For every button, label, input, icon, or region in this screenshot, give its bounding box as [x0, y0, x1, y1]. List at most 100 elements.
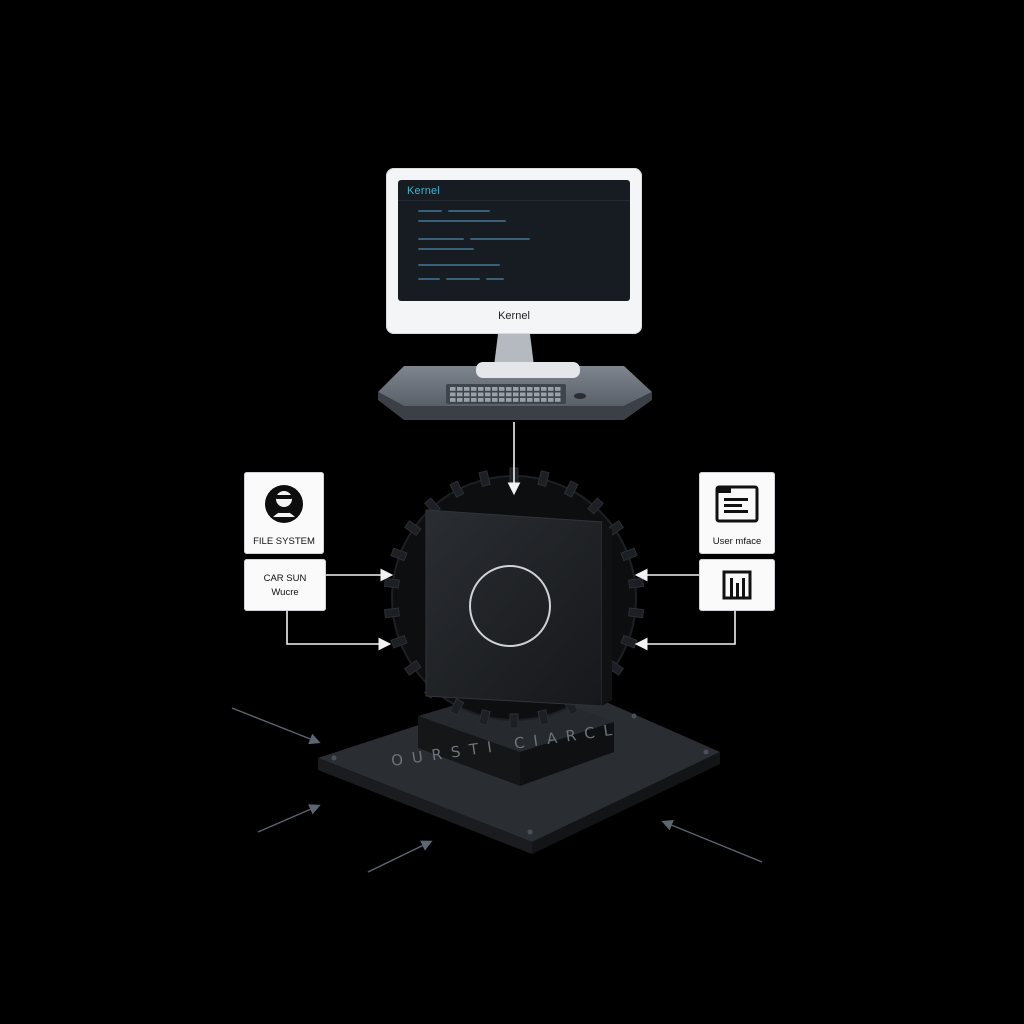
- gear-tooth: [628, 577, 645, 589]
- chart-icon: [722, 570, 752, 600]
- keyboard-key: [520, 392, 526, 397]
- keyboard-key: [548, 398, 554, 402]
- keyboard-key: [450, 398, 456, 402]
- keyboard-key: [478, 387, 484, 391]
- code-line: [418, 264, 500, 266]
- code-line: [418, 210, 442, 212]
- keyboard-key: [499, 392, 505, 397]
- flow-arrow-2: [257, 804, 321, 833]
- document-icon: [715, 485, 759, 523]
- keyboard-key: [478, 398, 484, 402]
- screen-divider: [398, 200, 630, 201]
- flow-arrow-3: [367, 840, 433, 873]
- keyboard-key: [541, 387, 547, 391]
- gear-tooth: [449, 698, 465, 716]
- gear-tooth: [587, 497, 604, 515]
- flow-arrow-1: [231, 707, 321, 745]
- keyboard-key: [492, 398, 498, 402]
- keyboard-key: [520, 387, 526, 391]
- keyboard-key: [555, 398, 561, 402]
- gear-tooth: [390, 547, 408, 562]
- keyboard-key: [485, 387, 491, 391]
- keyboard-key: [457, 392, 463, 397]
- keyboard-key: [527, 392, 533, 397]
- keyboard-key: [527, 398, 533, 402]
- gear-tooth: [478, 470, 491, 487]
- keyboard-key: [534, 392, 540, 397]
- gear-tooth: [478, 709, 491, 726]
- car-sun-label-line2: Wucre: [271, 587, 299, 598]
- gear-tooth: [537, 470, 550, 487]
- chart-box: [699, 559, 775, 611]
- keyboard-key: [457, 387, 463, 391]
- keyboard-key: [541, 398, 547, 402]
- gear-tooth: [509, 713, 519, 729]
- code-line: [418, 278, 440, 280]
- keyboard-key: [471, 392, 477, 397]
- car-sun-box: CAR SUN Wucre: [244, 559, 326, 611]
- gear-tooth: [620, 547, 638, 562]
- keyboard-key: [478, 392, 484, 397]
- keyboard-key: [464, 387, 470, 391]
- gear-tooth: [390, 634, 408, 649]
- keyboard-key: [499, 398, 505, 402]
- user-interface-box: User mface: [699, 472, 775, 554]
- code-line: [470, 238, 530, 240]
- keyboard-key: [513, 392, 519, 397]
- keyboard-key: [464, 392, 470, 397]
- code-line: [418, 220, 506, 222]
- monitor-stand: [476, 334, 580, 378]
- monitor-label: Kernel: [498, 310, 530, 322]
- flow-arrow-4: [661, 819, 763, 863]
- connector-left-lower: [286, 610, 392, 651]
- keyboard-key: [506, 392, 512, 397]
- processor-cube: [425, 509, 612, 707]
- code-line: [446, 278, 480, 280]
- gear-tooth: [628, 607, 645, 619]
- keyboard-key: [450, 387, 456, 391]
- file-system-box: FILE SYSTEM: [244, 472, 324, 554]
- keyboard-key: [506, 387, 512, 391]
- code-line: [418, 238, 464, 240]
- keyboard-key: [492, 392, 498, 397]
- keyboard-key: [485, 398, 491, 402]
- keyboard-key: [450, 392, 456, 397]
- gear-tooth: [404, 659, 422, 676]
- gear-tooth: [404, 520, 422, 537]
- person-avatar-icon: [265, 485, 303, 523]
- code-line: [418, 248, 474, 250]
- keyboard-key: [534, 398, 540, 402]
- kernel-monitor: Kernel Kernel: [386, 168, 642, 334]
- keyboard-key: [548, 387, 554, 391]
- keyboard-key: [541, 392, 547, 397]
- gear-tooth: [383, 607, 400, 619]
- keyboard-key: [471, 387, 477, 391]
- gear-tooth: [449, 480, 465, 498]
- connector-right-lower: [634, 610, 736, 651]
- screen-title: Kernel: [407, 185, 440, 197]
- monitor-screen: Kernel: [398, 180, 630, 301]
- keyboard-key: [492, 387, 498, 391]
- gear-tooth: [563, 480, 579, 498]
- code-line: [486, 278, 504, 280]
- keyboard-key: [534, 387, 540, 391]
- gear-tooth: [537, 709, 550, 726]
- keyboard-key: [464, 398, 470, 402]
- keyboard-key: [555, 392, 561, 397]
- keyboard-key: [548, 392, 554, 397]
- keyboard-key: [527, 387, 533, 391]
- keyboard-key: [555, 387, 561, 391]
- file-system-label: FILE SYSTEM: [253, 536, 315, 547]
- keyboard-key: [506, 398, 512, 402]
- user-interface-label: User mface: [712, 536, 762, 547]
- code-line: [448, 210, 490, 212]
- keyboard-key: [513, 398, 519, 402]
- desk: [378, 366, 652, 420]
- keyboard-key: [485, 392, 491, 397]
- keyboard-key: [513, 387, 519, 391]
- car-sun-label-line1: CAR SUN: [263, 573, 307, 584]
- keyboard-key: [471, 398, 477, 402]
- keyboard-key: [457, 398, 463, 402]
